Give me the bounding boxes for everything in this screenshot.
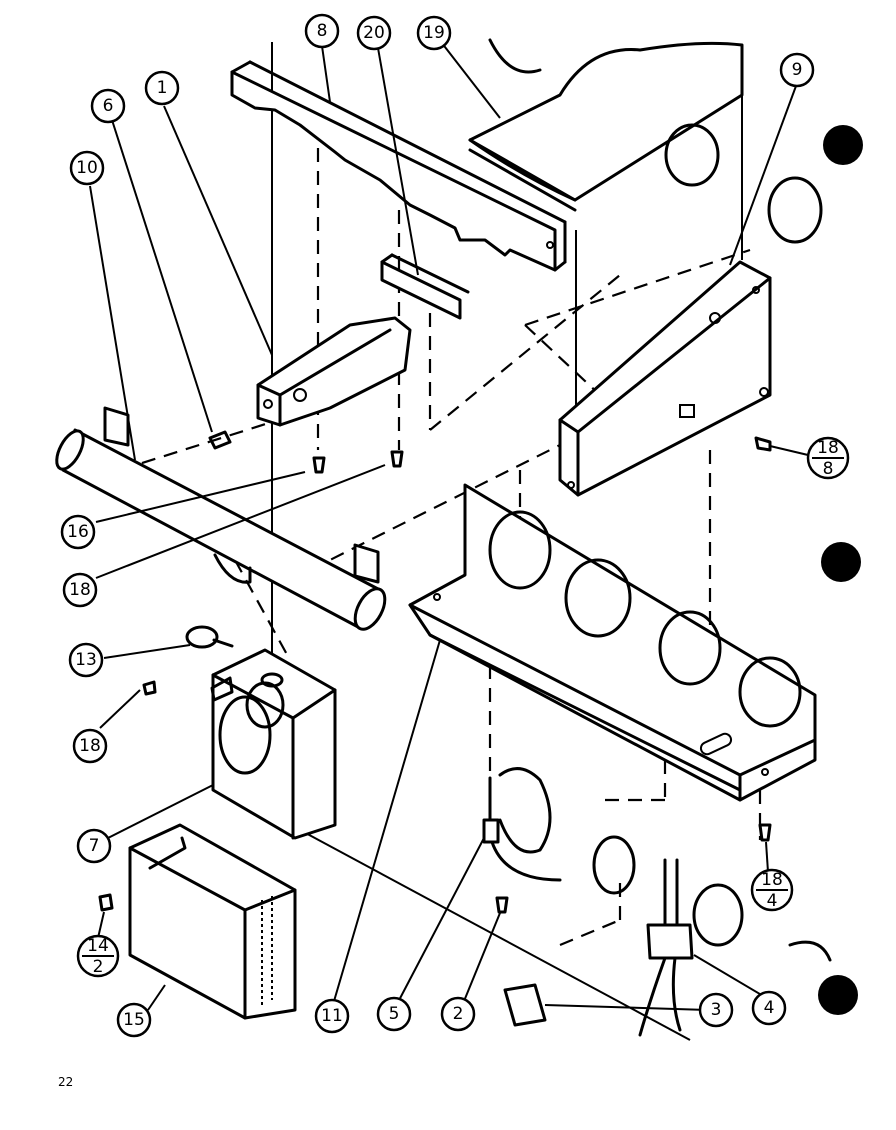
callout-3: 3 bbox=[698, 992, 734, 1028]
callout-15: 15 bbox=[116, 1002, 152, 1038]
binder-hole-middle bbox=[821, 542, 861, 582]
callout-8: 8 bbox=[304, 13, 340, 49]
callout-10-label: 10 bbox=[76, 158, 98, 178]
alignment-line-4 bbox=[299, 829, 691, 1041]
callout-18-valve-label: 18 bbox=[79, 736, 101, 756]
fraction-callout-18-4: 18 4 bbox=[750, 868, 794, 912]
callout-5: 5 bbox=[376, 996, 412, 1032]
callout-13-label: 13 bbox=[75, 650, 97, 670]
part-5-sensor bbox=[482, 767, 562, 882]
binder-hole-bottom bbox=[818, 975, 858, 1015]
part-1-holder bbox=[256, 316, 412, 427]
part-19-cover-panel bbox=[468, 38, 823, 244]
fraction-18-4-top: 18 bbox=[761, 870, 783, 890]
callout-15-label: 15 bbox=[123, 1010, 145, 1030]
part-9-side-bracket bbox=[558, 260, 772, 497]
callout-13: 13 bbox=[68, 642, 104, 678]
part-15-control-module bbox=[128, 823, 297, 1020]
callout-7-label: 7 bbox=[89, 836, 100, 856]
callout-6-label: 6 bbox=[103, 96, 114, 116]
callout-20-label: 20 bbox=[363, 23, 385, 43]
callout-6: 6 bbox=[90, 88, 126, 124]
callout-4: 4 bbox=[751, 990, 787, 1026]
callout-1-label: 1 bbox=[157, 78, 168, 98]
part-8-top-bracket bbox=[230, 60, 567, 272]
callout-5-label: 5 bbox=[389, 1004, 400, 1024]
callout-9-label: 9 bbox=[792, 60, 803, 80]
part-3-clip bbox=[503, 983, 547, 1027]
callout-11-label: 11 bbox=[321, 1006, 343, 1026]
callout-9: 9 bbox=[779, 52, 815, 88]
callout-16-label: 16 bbox=[67, 522, 89, 542]
fraction-callout-18-8: 18 8 bbox=[806, 436, 850, 480]
callout-2: 2 bbox=[440, 996, 476, 1032]
part-20-strip bbox=[380, 253, 470, 320]
part-13-clamp bbox=[185, 625, 234, 649]
callout-19: 19 bbox=[416, 15, 452, 51]
callout-2-label: 2 bbox=[453, 1004, 464, 1024]
callout-8-label: 8 bbox=[317, 21, 328, 41]
callout-20: 20 bbox=[356, 15, 392, 51]
callout-18-manifold-label: 18 bbox=[69, 580, 91, 600]
binder-hole-top bbox=[823, 125, 863, 165]
fraction-14-2-top: 14 bbox=[87, 936, 109, 956]
callout-19-label: 19 bbox=[423, 23, 445, 43]
page-number: 22 bbox=[58, 1075, 73, 1089]
callout-1: 1 bbox=[144, 70, 180, 106]
fraction-18-4-bottom: 4 bbox=[767, 891, 778, 911]
callout-18-valve: 18 bbox=[72, 728, 108, 764]
callout-10: 10 bbox=[69, 150, 105, 186]
part-4-igniter bbox=[592, 835, 832, 1037]
fraction-14-2-bottom: 2 bbox=[93, 957, 104, 977]
callout-7: 7 bbox=[76, 828, 112, 864]
part-6-clip bbox=[208, 430, 232, 450]
callout-11: 11 bbox=[314, 998, 350, 1034]
callout-4-label: 4 bbox=[764, 998, 775, 1018]
callout-18-manifold: 18 bbox=[62, 572, 98, 608]
fraction-18-8-top: 18 bbox=[817, 438, 839, 458]
part-2-screw bbox=[495, 896, 509, 914]
callout-3-label: 3 bbox=[711, 1000, 722, 1020]
fraction-callout-14-2: 14 2 bbox=[76, 934, 120, 978]
leader-lines bbox=[89, 37, 809, 1011]
part-7-gas-valve bbox=[210, 648, 337, 840]
part-11-burner-tray bbox=[408, 483, 817, 802]
fraction-18-8-bottom: 8 bbox=[823, 459, 834, 479]
screws bbox=[98, 436, 772, 912]
callout-16: 16 bbox=[60, 514, 96, 550]
